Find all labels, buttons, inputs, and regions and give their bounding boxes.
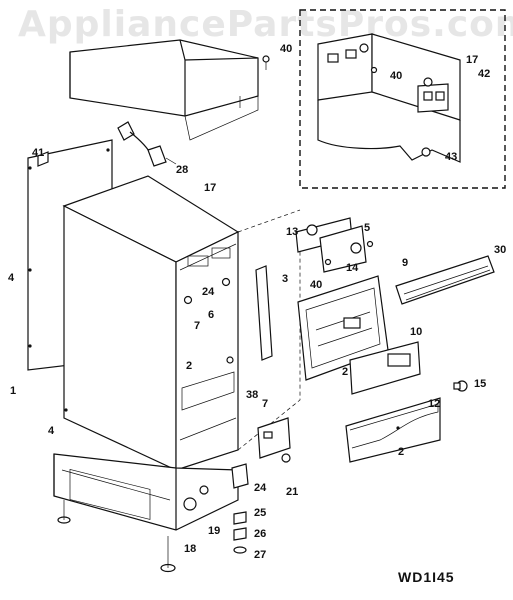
knob: [453, 380, 468, 392]
detail-inset-drawing: [317, 33, 461, 163]
drawer-pan: [345, 397, 441, 463]
callout-4-bottom: 4: [48, 425, 55, 437]
control-bracket: [295, 217, 374, 273]
callout-27: 27: [254, 549, 267, 561]
power-cord: [117, 121, 177, 167]
guide-lines: [237, 209, 301, 451]
callout-3-gasket: 3: [282, 273, 289, 285]
callout-18: 18: [184, 543, 197, 555]
callout-25: 25: [254, 507, 267, 519]
callout-9: 9: [402, 257, 409, 269]
callout-40-bracket: 40: [310, 279, 323, 291]
model-code: WD1I45: [398, 569, 455, 585]
callout-17-inset: 17: [466, 54, 479, 66]
hinge: [257, 417, 291, 463]
callout-4-left: 4: [8, 272, 15, 284]
screw-top: [262, 55, 270, 70]
callout-43: 43: [445, 151, 458, 163]
callout-10: 10: [410, 326, 423, 338]
callout-6: 6: [208, 309, 215, 321]
watermark: AppliancePartsPros.com: [18, 4, 513, 45]
callout-12: 12: [428, 398, 441, 410]
callout-7-lower: 7: [262, 398, 269, 410]
detail-inset-border: [299, 9, 506, 189]
callout-24-upper: 24: [202, 286, 215, 298]
callout-14: 14: [346, 262, 359, 274]
callout-2-cabinet: 2: [186, 360, 193, 372]
callout-2-pan: 2: [398, 446, 405, 458]
callout-28: 28: [176, 164, 189, 176]
callout-15: 15: [474, 378, 487, 390]
door-gasket-strip: [255, 265, 273, 361]
callout-40-top: 40: [280, 43, 293, 55]
callout-13: 13: [286, 226, 299, 238]
callout-17-cabinet: 17: [204, 182, 217, 194]
callout-7-upper: 7: [194, 320, 201, 332]
callout-26: 26: [254, 528, 267, 540]
callout-1: 1: [10, 385, 17, 397]
callout-2-door: 2: [342, 366, 349, 378]
cabinet: [62, 175, 240, 471]
base-frame: [53, 453, 249, 531]
door-assembly: [297, 275, 389, 381]
panel-window: [387, 353, 411, 367]
door-handle-trim: [395, 255, 495, 305]
leveling-feet: [57, 500, 247, 573]
top-cover: [69, 39, 259, 141]
callout-40-inset: 40: [390, 70, 403, 82]
callout-21: 21: [286, 486, 299, 498]
callout-24-lower: 24: [254, 482, 267, 494]
callout-30: 30: [494, 244, 507, 256]
callout-19: 19: [208, 525, 221, 537]
callout-41: 41: [32, 147, 45, 159]
callout-42: 42: [478, 68, 491, 80]
callout-38: 38: [246, 389, 259, 401]
callout-5: 5: [364, 222, 371, 234]
